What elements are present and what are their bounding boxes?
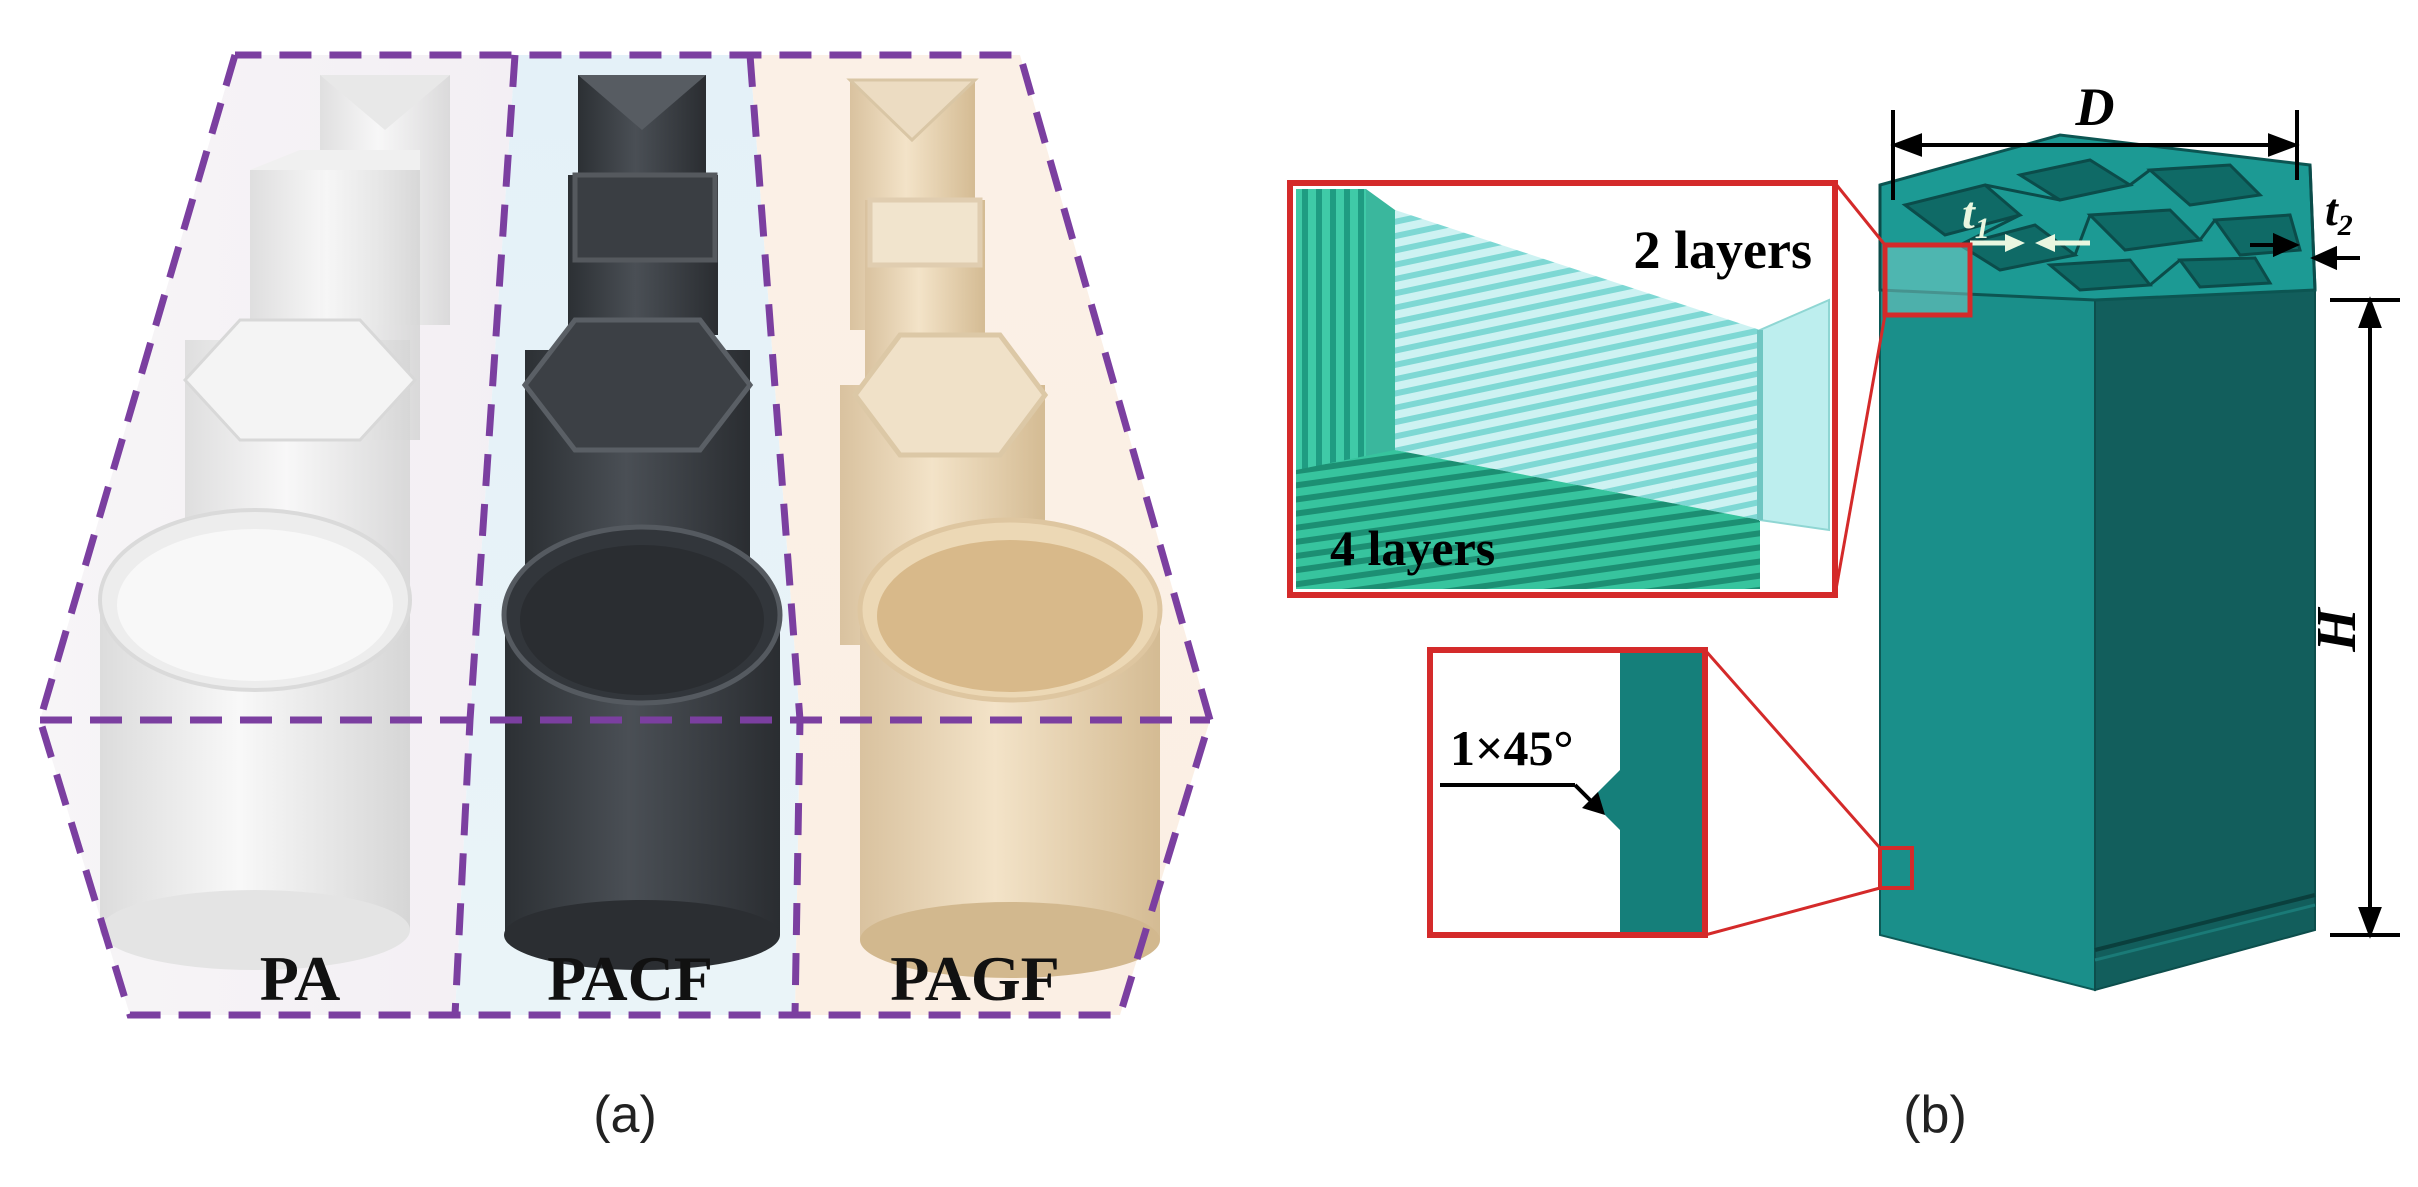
marker-box-top — [1882, 242, 1973, 318]
caption-b: (b) — [1903, 1086, 1967, 1144]
pacf-cylinder-tube — [501, 524, 783, 970]
hex-column-model — [1878, 133, 2317, 992]
label-4-layers: 4 layers — [1330, 520, 1495, 576]
inset-connectors — [1703, 182, 1887, 937]
label-t1: t1 — [1962, 187, 1990, 245]
pa-cylinder-tube — [98, 508, 412, 970]
marker-box-bottom — [1878, 846, 1914, 890]
inset-chamfer — [1427, 647, 1708, 938]
pagf-cylinder-tube — [857, 517, 1163, 978]
label-pa: PA — [260, 943, 341, 1014]
label-chamfer: 1×45° — [1450, 720, 1574, 776]
label-h: H — [2306, 607, 2368, 653]
label-pacf: PACF — [547, 943, 713, 1014]
dimension-h — [2330, 296, 2400, 939]
panel-b-model: D H t1 t2 — [1287, 77, 2400, 992]
panel-a-photo: PA PACF PAGF — [36, 51, 1214, 1019]
caption-a: (a) — [593, 1086, 657, 1144]
dimension-d — [1890, 110, 2300, 200]
dashed-frame — [36, 51, 1214, 1019]
pacf-square-tube — [568, 172, 718, 335]
dimension-t1 — [1970, 234, 2090, 252]
label-pagf: PAGF — [890, 943, 1059, 1014]
inset-layers — [1287, 180, 1838, 598]
label-t2: t2 — [2325, 184, 2353, 242]
label-d: D — [2075, 77, 2115, 137]
dimension-t2 — [2250, 232, 2360, 271]
label-2-layers: 2 layers — [1634, 220, 1812, 280]
